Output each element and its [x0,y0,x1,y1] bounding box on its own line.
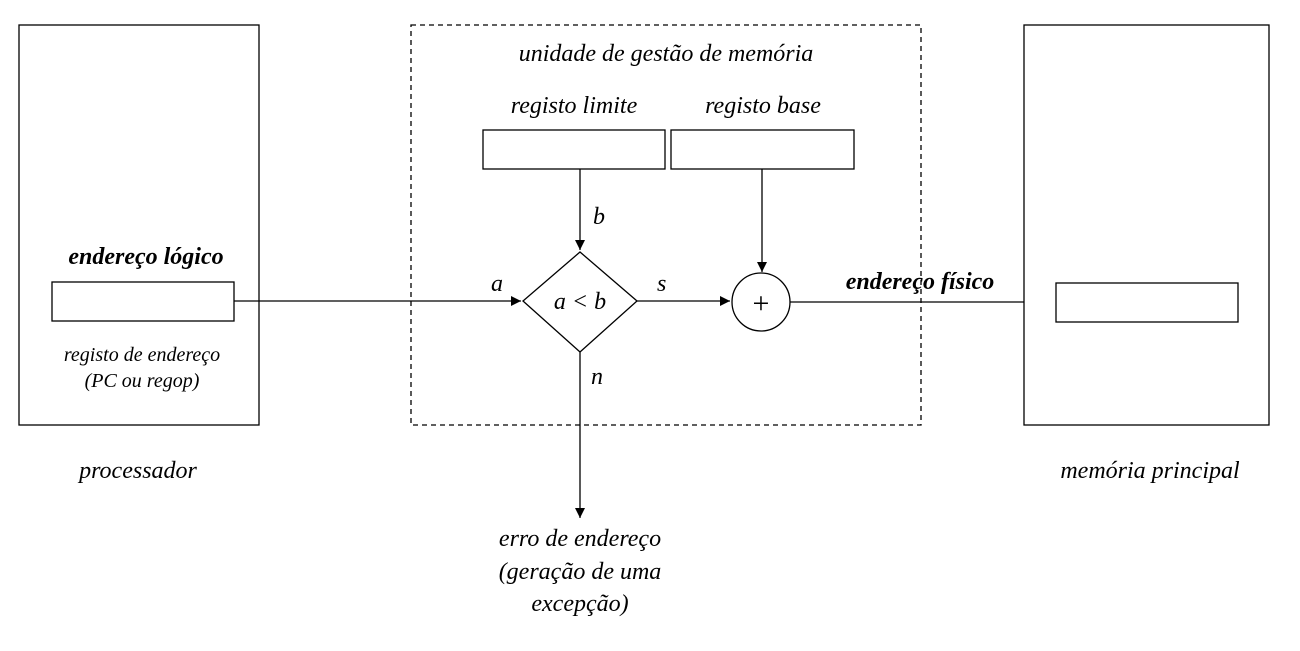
processor-caption: processador [77,458,197,484]
error-line-3: excepção) [531,591,628,617]
address-register [51,281,235,322]
processor-box [18,24,260,426]
output-s-label: s [657,271,666,297]
comparator-label: a < b [554,289,606,315]
base-register [670,129,855,170]
physical-address-label: endereço físico [846,269,995,295]
error-line-2: (geração de uma [499,559,662,585]
base-register-label: registo base [705,93,821,119]
mmu-title: unidade de gestão de memória [519,41,814,67]
address-register-label: registo de endereço [64,344,220,366]
mmu-boundary [410,24,922,426]
output-n-label: n [591,364,603,390]
input-a-label: a [491,271,503,297]
logical-address-label: endereço lógico [68,244,223,270]
address-register-sublabel: (PC ou regop) [85,370,200,392]
adder-symbol: + [753,287,770,320]
memory-box [1023,24,1270,426]
memory-cell [1055,282,1239,323]
error-line-1: erro de endereço [499,526,661,552]
input-b-label: b [593,204,605,230]
memory-caption: memória principal [1060,458,1240,484]
limit-register [482,129,666,170]
limit-register-label: registo limite [511,93,638,119]
